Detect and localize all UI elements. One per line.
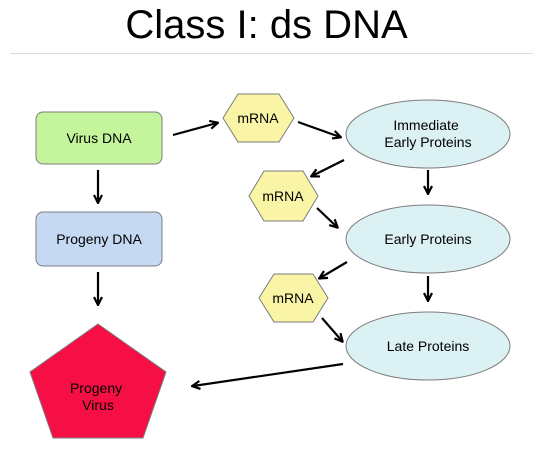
virus-dna-label: Virus DNA (66, 130, 132, 146)
arrow-mrna-1-to-immediate-early (297, 120, 340, 137)
progeny-virus-node: Progeny Virus (29, 323, 167, 439)
arrow-virus-dna-to-mrna-1 (172, 123, 217, 137)
progeny-virus-label: Progeny Virus (70, 380, 126, 413)
progeny-dna-node: Progeny DNA (35, 211, 163, 267)
mrna-shape-3 (258, 273, 329, 323)
late-proteins-node: Late Proteins (345, 311, 511, 381)
mrna-label-1: mRNA (237, 110, 279, 126)
arrows (98, 122, 428, 386)
mrna-node-1: mRNA (222, 93, 295, 143)
virus-dna-node: Virus DNA (35, 111, 163, 165)
arrow-immediate-early-to-mrna-2 (312, 159, 345, 176)
title-divider (10, 53, 533, 54)
progeny-virus-label-line-2: Virus (82, 397, 114, 413)
progeny-virus-label-line-1: Progeny (70, 380, 122, 396)
mrna-node-3: mRNA (258, 273, 329, 323)
late-proteins-shape (345, 311, 511, 381)
immediate-early-proteins-label: Immediate Early Proteins (384, 117, 471, 150)
early-proteins-node: Early Proteins (345, 204, 511, 274)
immediate-early-proteins-shape (345, 99, 511, 169)
mrna-shape-2 (248, 170, 319, 222)
early-proteins-shape (345, 204, 511, 274)
immediate-early-proteins-label-line-1: Immediate (393, 117, 459, 133)
arrow-early-to-mrna-3 (320, 261, 348, 278)
immediate-early-proteins-node: Immediate Early Proteins (345, 99, 511, 169)
arrow-late-to-progeny-virus (193, 362, 344, 386)
slide-title: Class I: ds DNA (125, 3, 408, 47)
progeny-virus-shape (29, 323, 167, 439)
mrna-label-2: mRNA (262, 188, 304, 204)
arrow-mrna-2-to-early (316, 207, 337, 227)
mrna-node-2: mRNA (248, 170, 319, 222)
arrow-mrna-3-to-late (321, 317, 342, 341)
early-proteins-label: Early Proteins (384, 231, 471, 247)
progeny-dna-label: Progeny DNA (56, 231, 142, 247)
mrna-shape-1 (222, 93, 295, 143)
progeny-dna-shape (35, 211, 163, 267)
mrna-label-3: mRNA (272, 290, 314, 306)
virus-dna-shape (35, 111, 163, 165)
immediate-early-proteins-label-line-2: Early Proteins (384, 134, 471, 150)
late-proteins-label: Late Proteins (387, 338, 470, 354)
